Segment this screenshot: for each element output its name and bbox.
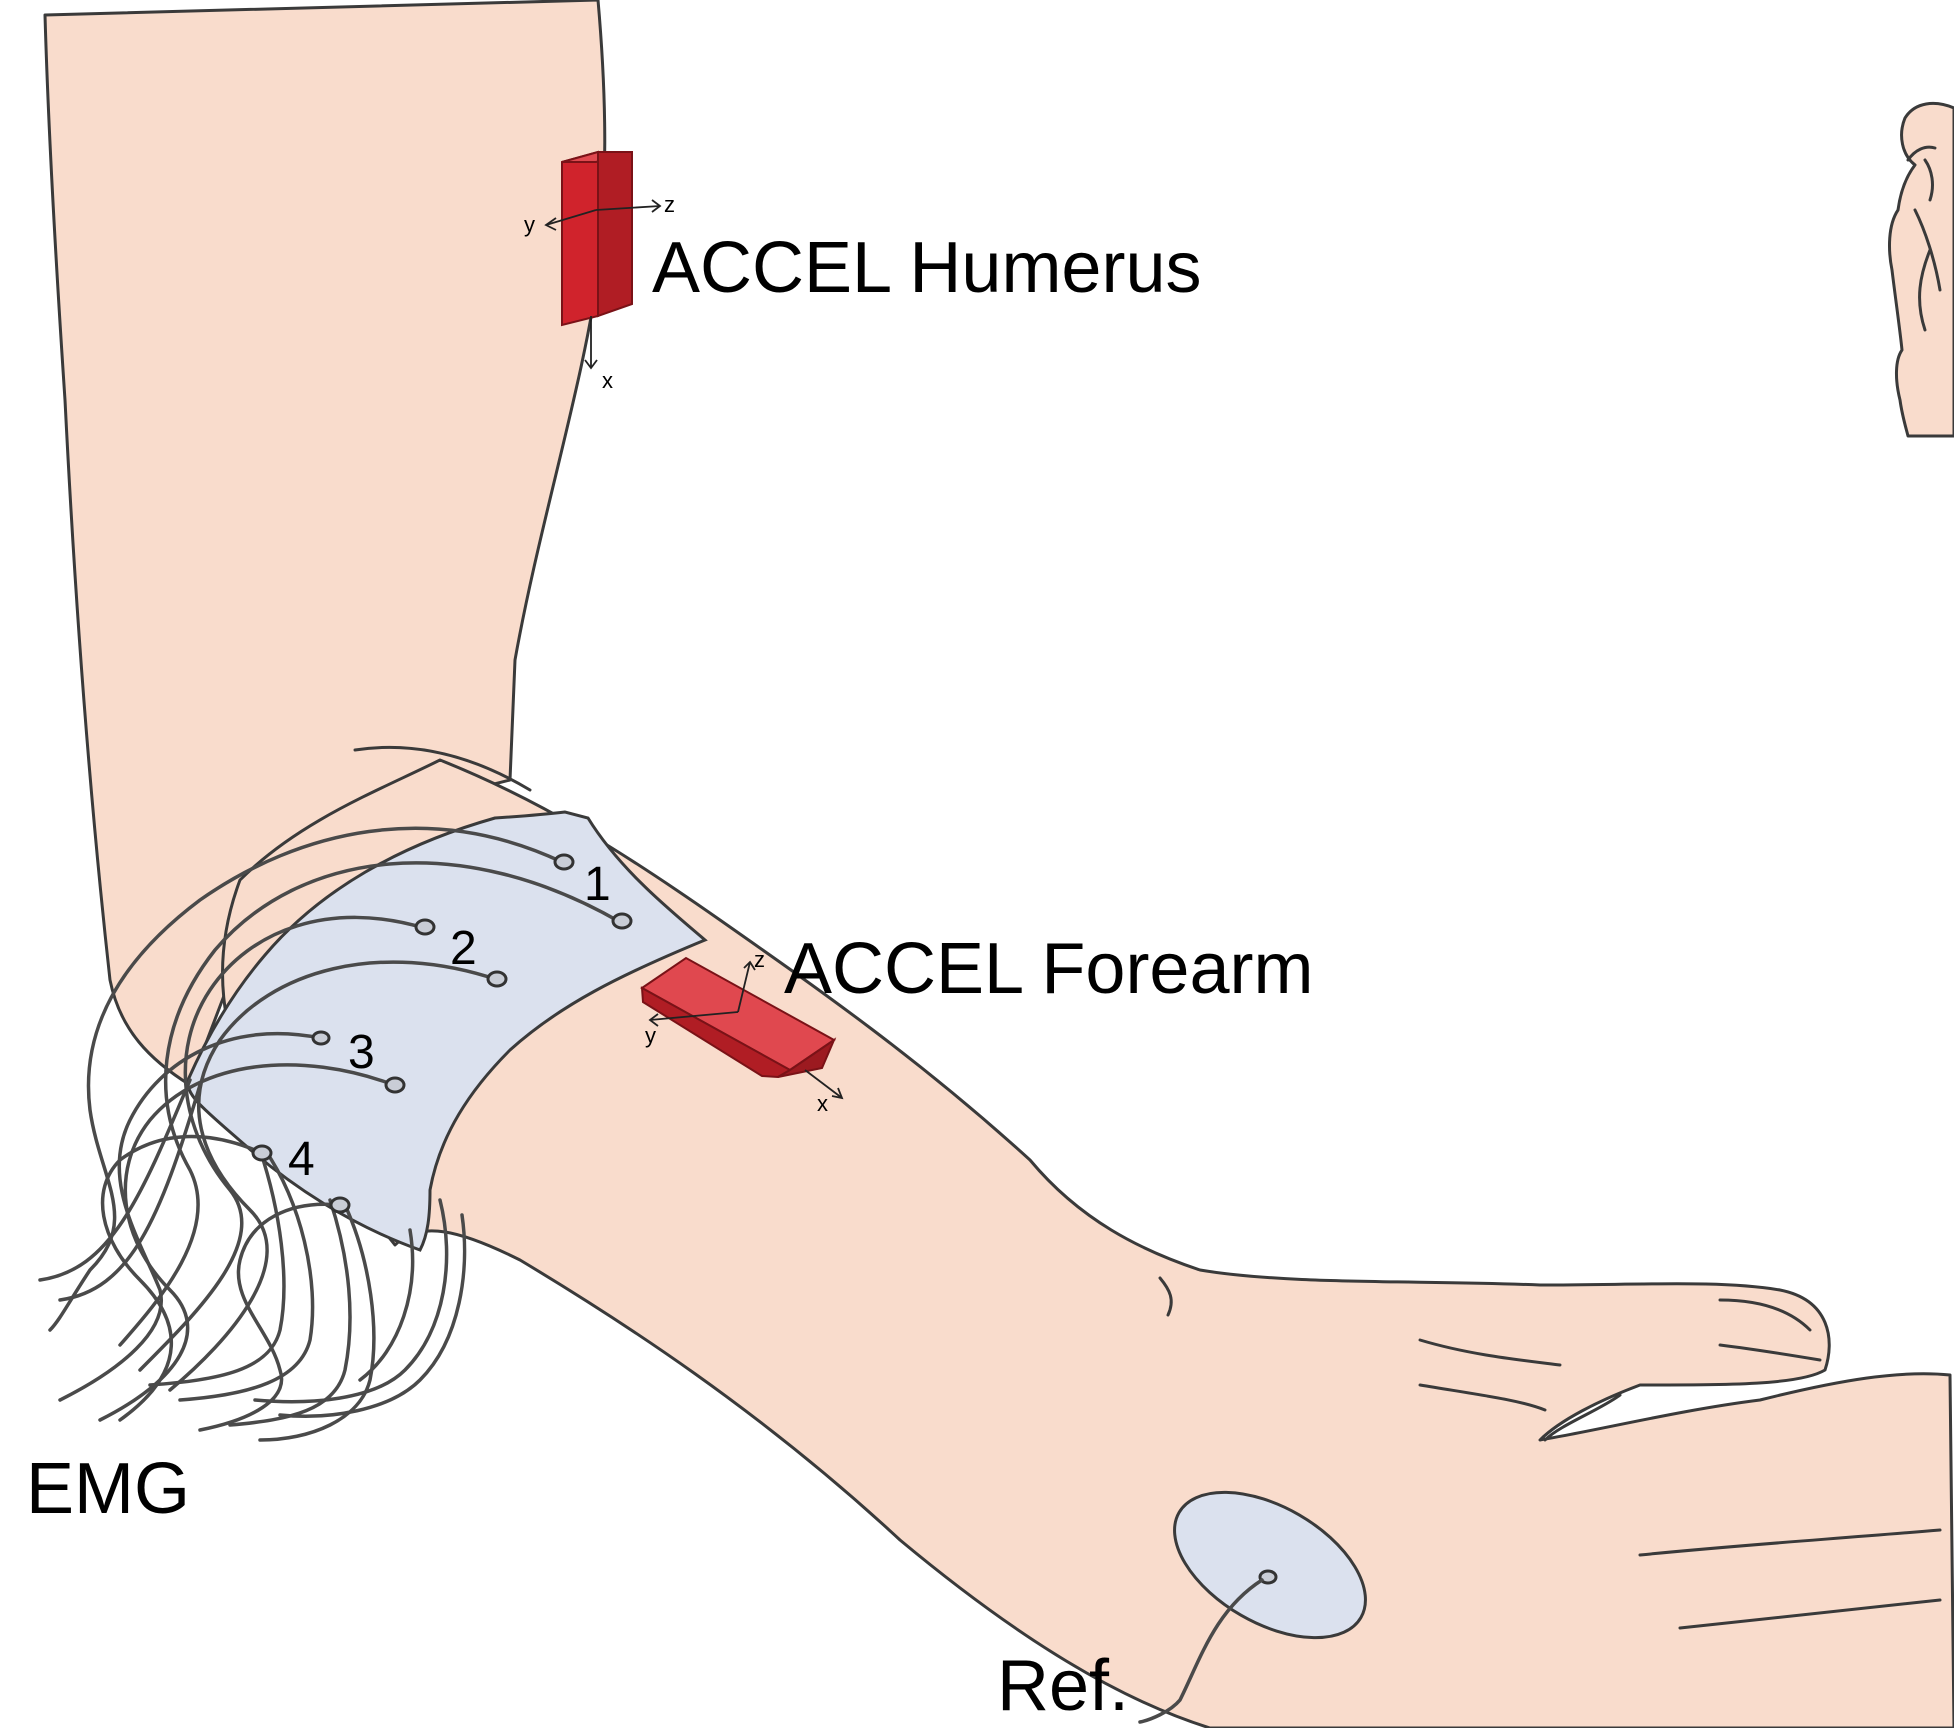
ref-label: Ref.	[997, 1646, 1129, 1726]
emg-label: EMG	[26, 1449, 190, 1529]
electrode-snap	[386, 1078, 404, 1092]
body-posture-illustration	[1890, 103, 1954, 436]
electrode-label-3: 3	[348, 1026, 375, 1079]
accel-humerus-z-axis: z	[664, 192, 675, 217]
accel-humerus-y-axis: y	[524, 212, 535, 237]
accel-forearm-x-axis: x	[817, 1091, 828, 1116]
electrode-snap	[331, 1198, 349, 1212]
body-figure	[1890, 103, 1954, 436]
electrode-snap	[613, 914, 631, 928]
electrode-snap	[555, 855, 573, 869]
sensor-side-face	[598, 152, 632, 316]
electrode-snap	[488, 972, 506, 986]
accel-forearm-z-axis: z	[754, 947, 765, 972]
electrode-label-4: 4	[288, 1133, 315, 1186]
electrode-label-2: 2	[450, 922, 477, 975]
electrode-snap	[313, 1032, 329, 1044]
accel-forearm-label: ACCEL Forearm	[784, 929, 1313, 1009]
electrode-label-1: 1	[584, 858, 611, 911]
electrode-snap	[253, 1146, 271, 1160]
accel-humerus-label: ACCEL Humerus	[652, 228, 1202, 308]
accel-humerus-x-axis: x	[602, 368, 613, 393]
electrode-snap	[416, 920, 434, 934]
accel-forearm-y-axis: y	[645, 1023, 656, 1048]
sensor-front-face	[562, 152, 598, 325]
